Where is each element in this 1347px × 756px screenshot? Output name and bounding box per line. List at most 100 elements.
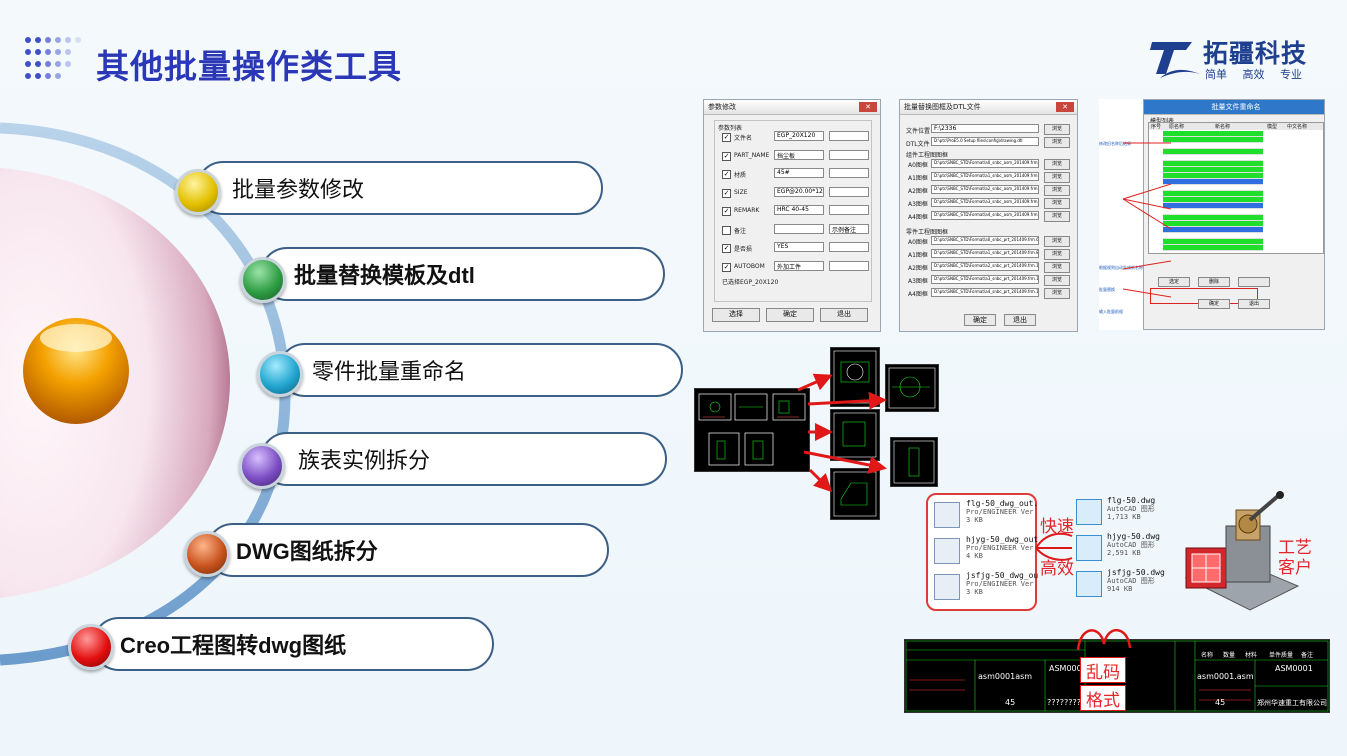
param-checkbox[interactable]: ✓ xyxy=(722,262,731,272)
group-label: 参数列表 xyxy=(718,125,743,132)
dtl-file-field[interactable]: D:\ptc\ProE5.0 Setup files\config\drawin… xyxy=(931,137,1039,146)
param-checkbox[interactable]: ✓ xyxy=(722,133,731,142)
label-fast: 快速 xyxy=(1040,517,1074,537)
param-checkbox[interactable]: ✓ xyxy=(722,151,731,161)
param-extra-field[interactable] xyxy=(829,205,869,215)
param-checkbox[interactable]: ✓ xyxy=(722,207,731,216)
param-value-field[interactable]: EGP_20X120 xyxy=(774,131,824,141)
clear-button[interactable] xyxy=(1238,277,1270,287)
param-extra-field[interactable] xyxy=(829,149,869,160)
browse-button[interactable]: 浏览 xyxy=(1044,288,1070,299)
param-value-field[interactable] xyxy=(774,223,824,234)
table-row[interactable] xyxy=(1163,227,1263,233)
confirm-button[interactable]: 确定 xyxy=(766,308,814,322)
table-row[interactable] xyxy=(1163,143,1263,149)
browse-button[interactable]: 浏览 xyxy=(1044,275,1070,286)
table-row[interactable] xyxy=(1163,239,1263,245)
param-extra-field[interactable] xyxy=(829,168,869,178)
table-header-cell: 新名称 xyxy=(1215,124,1231,130)
param-checkbox[interactable]: ✓ xyxy=(722,170,731,179)
frame-path-field[interactable]: D:\ptc\SNBC_STD\Format\a2_snbc_prt_20140… xyxy=(931,262,1039,271)
browse-button[interactable]: 浏览 xyxy=(1044,249,1070,260)
exit-button[interactable]: 退出 xyxy=(1004,314,1036,326)
param-checkbox[interactable]: ✓ xyxy=(722,188,731,198)
close-icon[interactable]: ✕ xyxy=(1056,102,1074,112)
table-row[interactable] xyxy=(1163,179,1263,185)
title-dots-icon xyxy=(25,37,81,79)
param-extra-field[interactable] xyxy=(829,131,869,141)
table-row[interactable] xyxy=(1163,221,1263,227)
menu-item-dwg-split[interactable]: DWG图纸拆分 xyxy=(206,523,609,577)
select-button[interactable]: 选定 xyxy=(1158,277,1190,287)
frame-path-field[interactable]: D:\ptc\SNBC_STD\Format\a0_snbc_asm_20140… xyxy=(931,159,1039,168)
browse-button[interactable]: 浏览 xyxy=(1044,185,1070,196)
dialog-title: 参数修改✕ xyxy=(704,100,880,115)
param-extra-field[interactable] xyxy=(829,186,869,197)
browse-button[interactable]: 浏览 xyxy=(1044,159,1070,170)
param-value-field[interactable]: EGP@20.00*120.00 xyxy=(774,186,824,197)
table-row[interactable] xyxy=(1163,191,1263,197)
close-icon[interactable]: ✕ xyxy=(859,102,877,112)
param-extra-field[interactable] xyxy=(829,242,869,252)
browse-button[interactable]: 浏览 xyxy=(1044,172,1070,183)
browse-button[interactable]: 浏览 xyxy=(1044,137,1070,148)
table-row[interactable] xyxy=(1163,137,1263,143)
param-extra-field[interactable] xyxy=(829,260,869,271)
browse-button[interactable]: 浏览 xyxy=(1044,124,1070,135)
param-value-field[interactable]: HRC 40-45 xyxy=(774,205,824,215)
param-value-field[interactable]: 外加工件 xyxy=(774,260,824,271)
browse-button[interactable]: 浏览 xyxy=(1044,236,1070,247)
param-value-field[interactable]: 45# xyxy=(774,168,824,178)
menu-item-batch-rename[interactable]: 零件批量重命名 xyxy=(278,343,683,397)
param-value-field[interactable]: 挡尘板 xyxy=(774,149,824,160)
frame-path-field[interactable]: D:\ptc\SNBC_STD\Format\a1_snbc_asm_20140… xyxy=(931,172,1039,181)
frame-path-field[interactable]: D:\ptc\SNBC_STD\Format\a4_snbc_asm_20140… xyxy=(931,211,1039,220)
param-checkbox[interactable]: ✓ xyxy=(722,244,731,253)
frame-path-field[interactable]: D:\ptc\SNBC_STD\Format\a2_snbc_asm_20140… xyxy=(931,185,1039,194)
menu-item-creo-to-dwg[interactable]: Creo工程图转dwg图纸 xyxy=(92,617,494,671)
frame-path-field[interactable]: D:\ptc\SNBC_STD\Format\a1_snbc_prt_20140… xyxy=(931,249,1039,258)
confirm-button[interactable]: 确定 xyxy=(1198,299,1230,309)
menu-item-family-split[interactable]: 族表实例拆分 xyxy=(260,432,667,486)
table-row[interactable] xyxy=(1163,245,1263,251)
table-row[interactable] xyxy=(1163,233,1263,239)
confirm-button[interactable]: 确定 xyxy=(964,314,996,326)
table-row[interactable] xyxy=(1163,131,1263,137)
file-location-field[interactable]: F:\2336 xyxy=(931,124,1039,133)
menu-item-replace-template[interactable]: 批量替换模板及dtl xyxy=(260,247,665,301)
table-row[interactable] xyxy=(1163,167,1263,173)
frame-path-field[interactable]: D:\ptc\SNBC_STD\Format\a0_snbc_prt_20140… xyxy=(931,236,1039,245)
menu-item-batch-params[interactable]: 批量参数修改 xyxy=(196,161,603,215)
exit-button[interactable]: 退出 xyxy=(1238,299,1270,309)
param-name: AUTOBOM xyxy=(734,262,765,270)
frame-path-field[interactable]: D:\ptc\SNBC_STD\Format\a4_snbc_prt_20140… xyxy=(931,288,1039,297)
table-row[interactable] xyxy=(1163,185,1263,191)
param-value-field[interactable]: YES xyxy=(774,242,824,252)
select-button[interactable]: 选择 xyxy=(712,308,760,322)
frame-path-field[interactable]: D:\ptc\SNBC_STD\Format\a3_snbc_prt_20140… xyxy=(931,275,1039,284)
table-row[interactable] xyxy=(1163,209,1263,215)
browse-button[interactable]: 浏览 xyxy=(1044,262,1070,273)
table-row[interactable] xyxy=(1163,215,1263,221)
browse-button[interactable]: 浏览 xyxy=(1044,198,1070,209)
frame-path-field[interactable]: D:\ptc\SNBC_STD\Format\a3_snbc_asm_20140… xyxy=(931,198,1039,207)
table-row[interactable] xyxy=(1163,161,1263,167)
table-row[interactable] xyxy=(1163,149,1263,155)
param-extra-field[interactable]: 示例备注 xyxy=(829,223,869,234)
delete-button[interactable]: 删除 xyxy=(1198,277,1230,287)
table-row[interactable] xyxy=(1163,197,1263,203)
table-row[interactable] xyxy=(1163,155,1263,161)
exit-button[interactable]: 退出 xyxy=(820,308,868,322)
table-row[interactable] xyxy=(1163,203,1263,209)
param-checkbox[interactable] xyxy=(722,225,731,235)
browse-button[interactable]: 浏览 xyxy=(1044,211,1070,222)
table-row[interactable] xyxy=(1163,173,1263,179)
label-format: 格式 xyxy=(1086,691,1120,711)
